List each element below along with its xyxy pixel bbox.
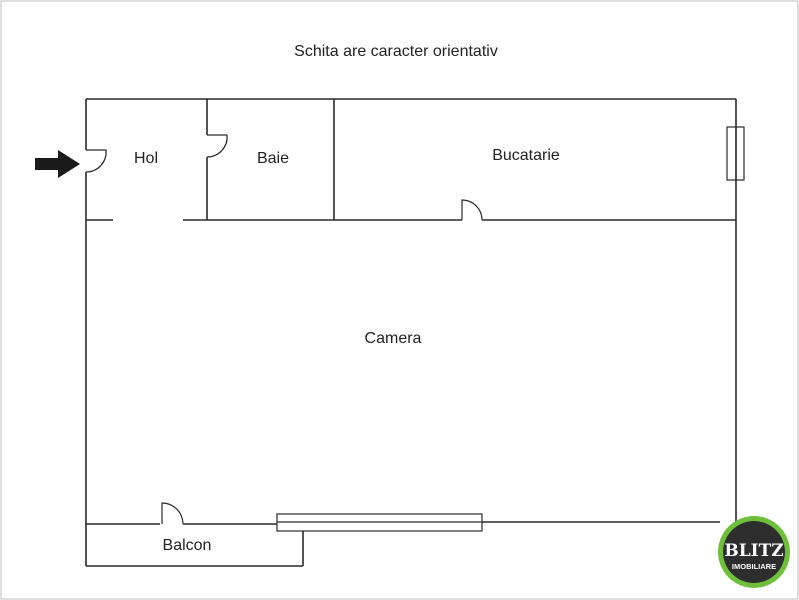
- logo-disc: [723, 521, 785, 583]
- room-label-bucatarie: Bucatarie: [492, 147, 560, 164]
- balcon-door: [161, 502, 184, 525]
- room-label-hol: Hol: [134, 150, 158, 167]
- plan-note: Schita are caracter orientativ: [294, 43, 498, 60]
- blitz-logo: BLITZ IMOBILIARE: [718, 516, 790, 588]
- baie-door: [206, 134, 228, 158]
- logo-subtitle: IMOBILIARE: [732, 562, 776, 571]
- room-label-camera: Camera: [365, 330, 422, 347]
- entrance-arrow-icon: [35, 150, 80, 178]
- room-label-balcon: Balcon: [163, 537, 212, 554]
- logo-title: BLITZ: [724, 541, 783, 561]
- entrance-door: [85, 149, 107, 173]
- bucatarie-door: [461, 199, 483, 221]
- room-label-baie: Baie: [257, 150, 289, 167]
